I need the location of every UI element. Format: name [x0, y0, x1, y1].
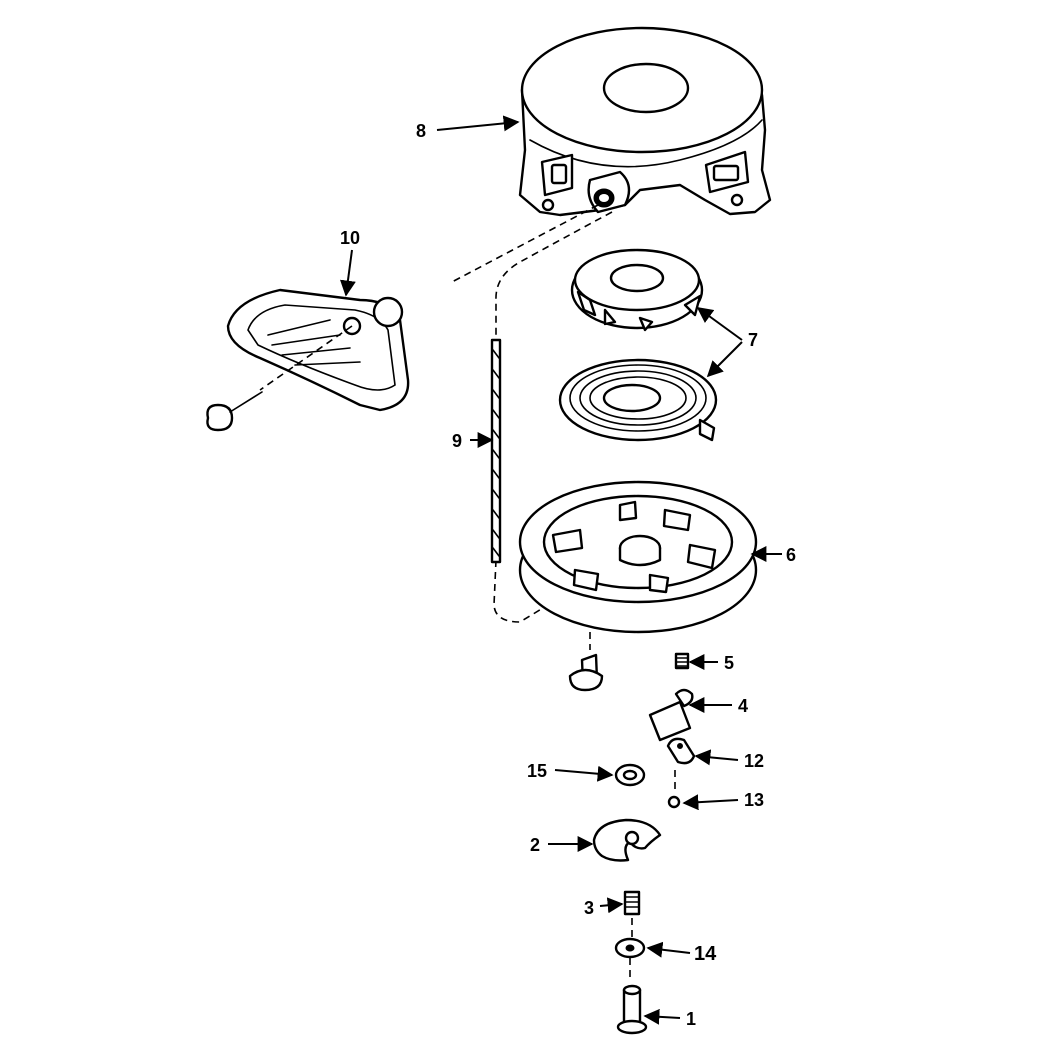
part-14-washer [614, 937, 646, 980]
part-15-washer [614, 763, 646, 787]
part-12-link [666, 737, 696, 765]
callout-12: 12 [744, 751, 764, 771]
callout-5: 5 [724, 653, 734, 673]
part-1-pivot-pin [616, 984, 648, 1035]
callout-6: 6 [786, 545, 796, 565]
callout-8: 8 [416, 121, 426, 141]
rope-path-dashed-line [493, 559, 549, 623]
part-8-starter-housing [518, 26, 772, 217]
part-13-screw [667, 770, 681, 809]
pulley-screw [568, 632, 604, 692]
callout-10: 10 [340, 228, 360, 248]
callout-9: 9 [452, 431, 462, 451]
callout-7: 7 [748, 330, 758, 350]
callout-labels: 8 10 7 9 6 5 4 12 13 15 2 3 14 1 [340, 121, 796, 1029]
callout-1: 1 [686, 1009, 696, 1029]
part-2-cam-plate [592, 818, 662, 862]
callout-15: 15 [527, 761, 547, 781]
part-10-rope-handle [206, 288, 410, 432]
callout-4: 4 [738, 696, 748, 716]
part-7-spring-and-cup [558, 248, 718, 442]
part-3-spring [623, 890, 641, 938]
callout-3: 3 [584, 898, 594, 918]
part-6-pulley [518, 480, 758, 634]
part-9-starter-rope [490, 338, 502, 564]
part-5-small-spring [674, 652, 690, 670]
rope-path-dashed-line [449, 204, 599, 284]
callout-arrows [339, 115, 782, 1025]
callout-2: 2 [530, 835, 540, 855]
callout-13: 13 [744, 790, 764, 810]
part-4-pawl [648, 688, 694, 742]
callout-14: 14 [694, 943, 717, 965]
